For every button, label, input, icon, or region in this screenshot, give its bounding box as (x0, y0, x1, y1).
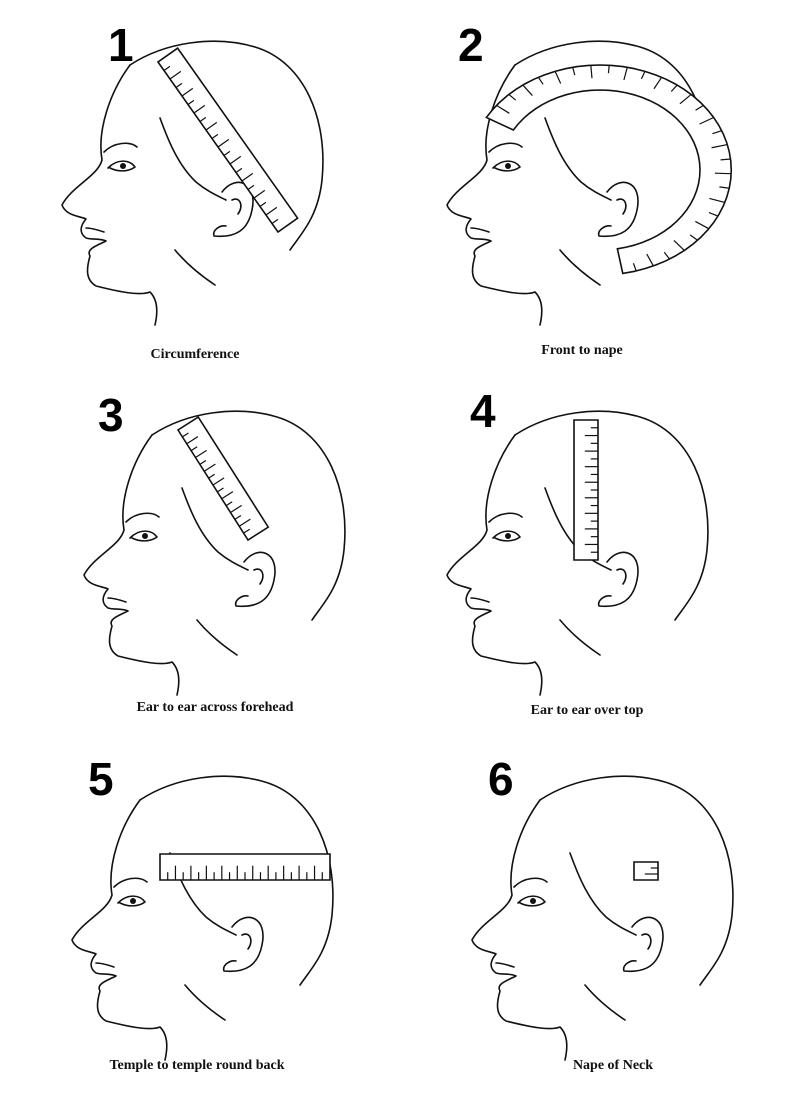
panel-number-3: 3 (98, 389, 124, 441)
head-drawing-5 (71, 775, 334, 1061)
measuring-tape-5 (159, 853, 331, 881)
panel-number-1: 1 (108, 19, 134, 71)
measuring-tape-6 (633, 861, 659, 881)
measuring-tape-3 (176, 416, 270, 542)
caption-5: Temple to temple round back (109, 1058, 285, 1073)
measuring-tape-4 (573, 419, 599, 561)
caption-2: Front to nape (541, 343, 623, 358)
caption-4: Ear to ear over top (530, 703, 644, 718)
panel-number-2: 2 (458, 19, 484, 71)
caption-6: Nape of Neck (572, 1058, 654, 1073)
caption-1: Circumference (150, 347, 240, 362)
head-drawing-6 (471, 775, 734, 1061)
panel-number-5: 5 (88, 753, 114, 805)
measuring-tape-2 (485, 64, 733, 275)
measuring-tape-1 (156, 47, 299, 234)
panel-number-6: 6 (488, 753, 514, 805)
caption-3: Ear to ear across forehead (136, 700, 294, 715)
panel-number-4: 4 (470, 385, 496, 437)
